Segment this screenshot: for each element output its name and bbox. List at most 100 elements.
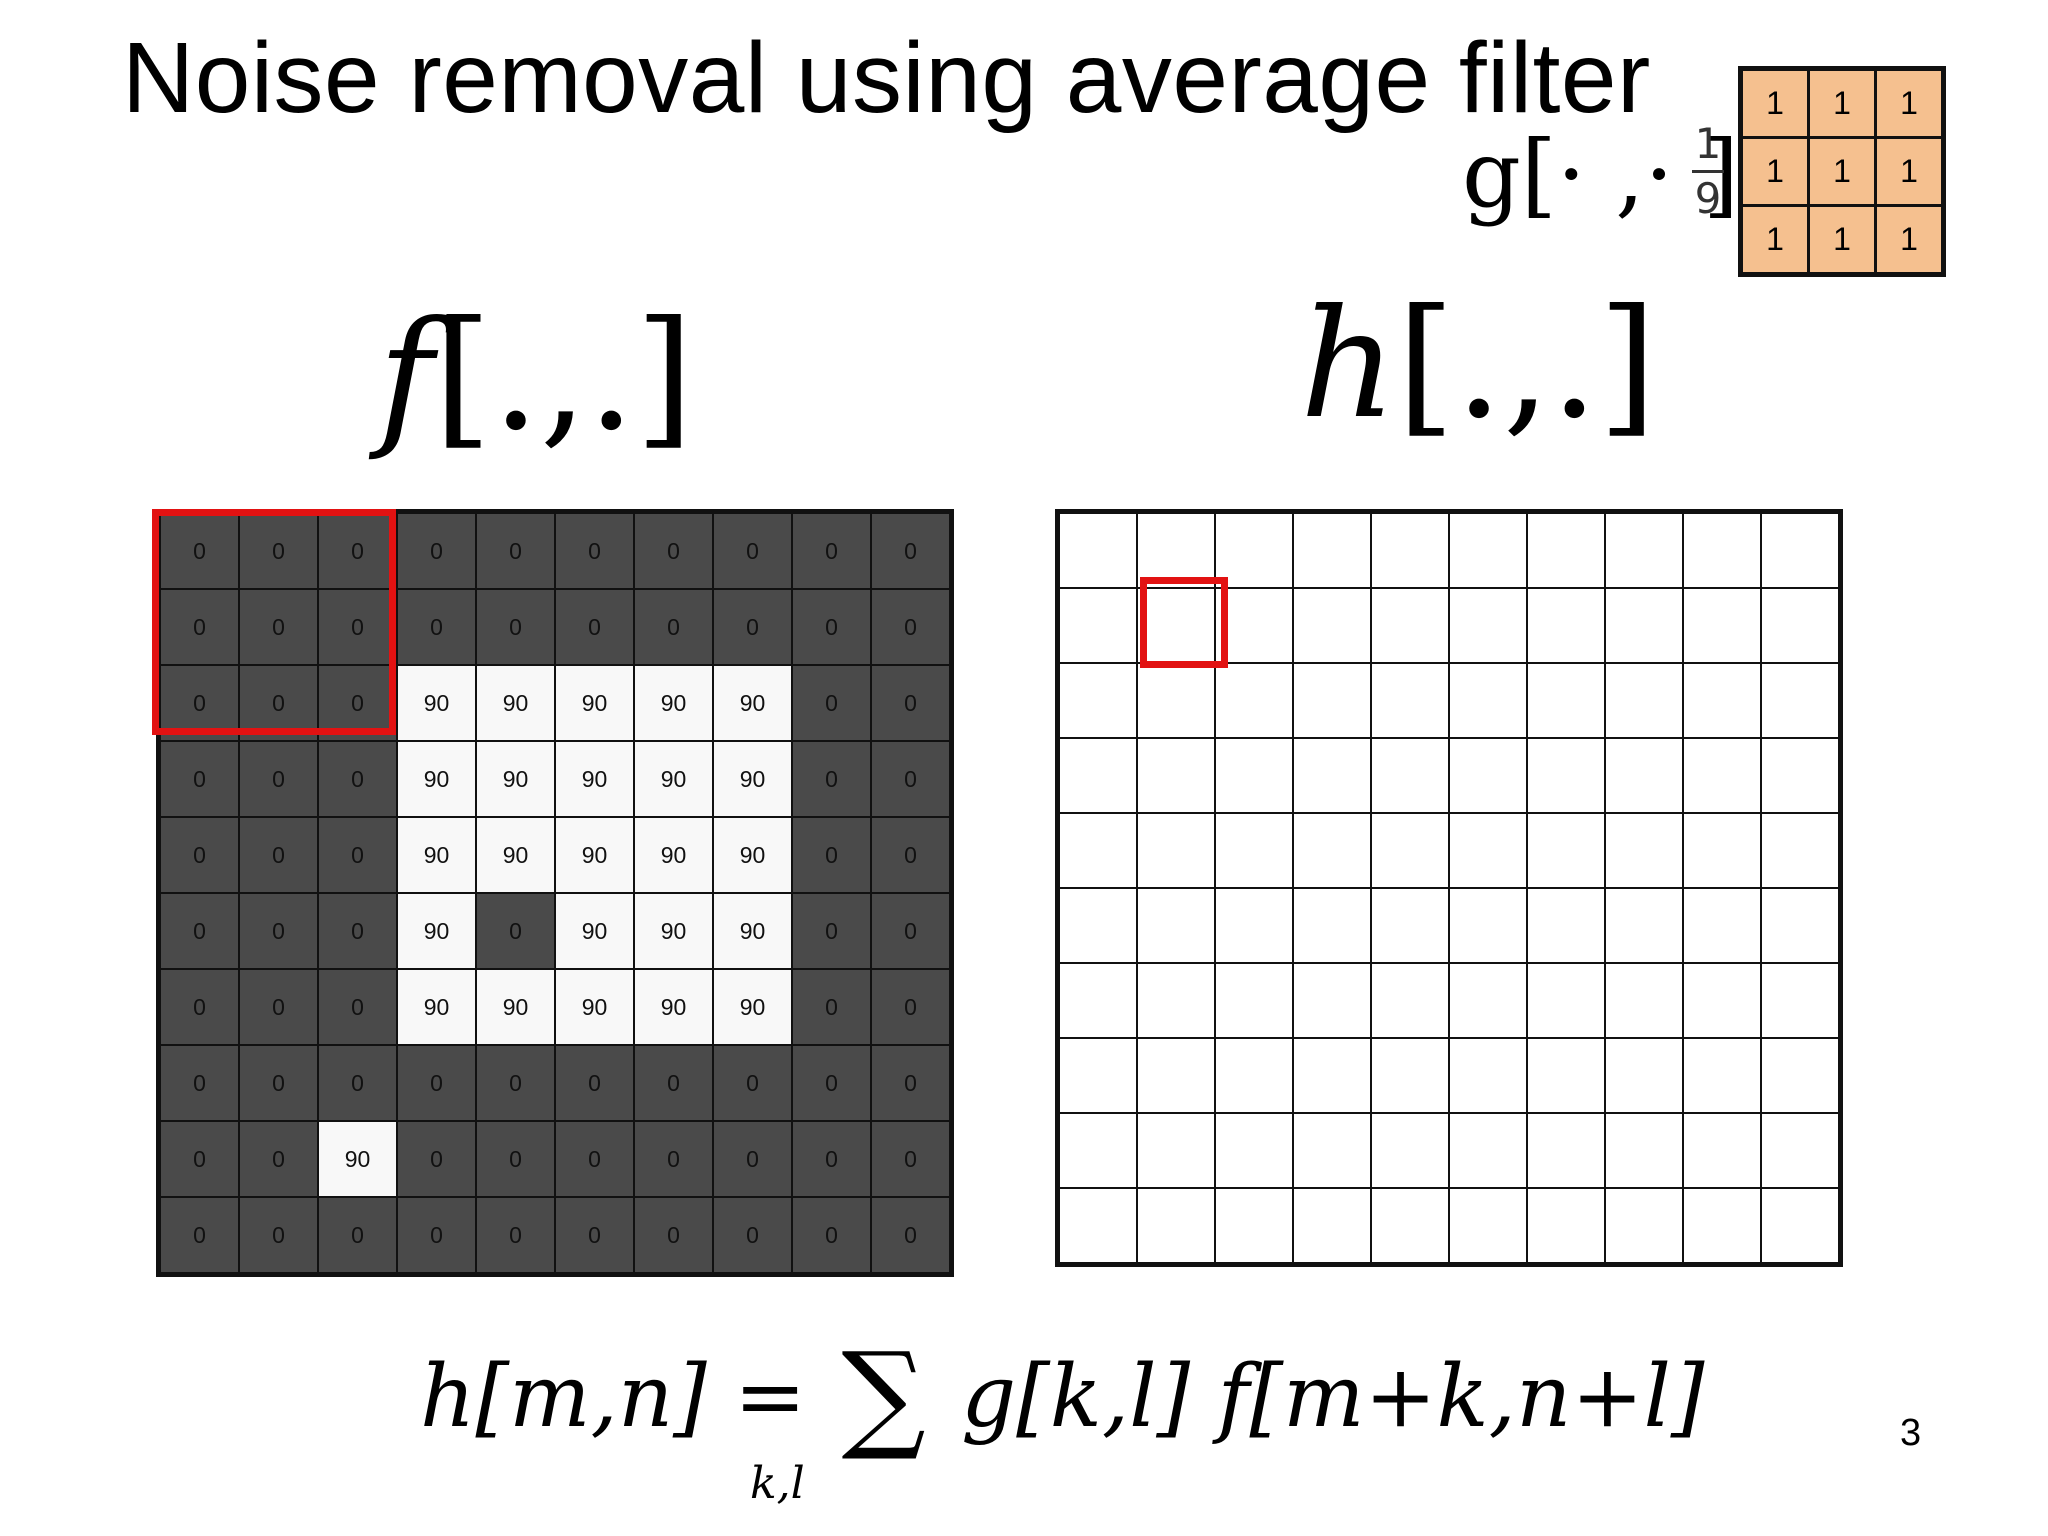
output-cell [1448, 510, 1528, 589]
output-cell [1760, 812, 1842, 889]
pixel-cell: 90 [396, 892, 477, 970]
output-cell [1760, 587, 1842, 664]
output-cell [1214, 662, 1294, 739]
kernel-matrix: 1 1 1 1 1 1 1 1 1 [1738, 66, 1946, 277]
grid-row [1056, 1187, 1842, 1266]
pixel-cell: 0 [475, 510, 556, 590]
pixel-cell: 90 [633, 740, 714, 818]
output-cell [1604, 962, 1684, 1039]
pixel-cell: 0 [791, 816, 872, 894]
pixel-cell: 0 [157, 740, 240, 818]
output-cell [1760, 737, 1842, 814]
pixel-cell: 0 [870, 1120, 953, 1198]
output-cell [1760, 510, 1842, 589]
pixel-cell: 0 [633, 1044, 714, 1122]
pixel-cell: 0 [554, 510, 635, 590]
pixel-cell: 90 [712, 968, 793, 1046]
output-cell [1448, 587, 1528, 664]
pixel-cell: 0 [791, 1044, 872, 1122]
output-cell [1370, 1187, 1450, 1266]
pixel-cell: 90 [317, 1120, 398, 1198]
pixel-cell: 0 [317, 968, 398, 1046]
kernel-cell: 1 [1739, 204, 1810, 276]
pixel-cell: 90 [554, 816, 635, 894]
pixel-cell: 0 [712, 588, 793, 666]
output-cell [1292, 510, 1372, 589]
pixel-cell: 0 [554, 1196, 635, 1276]
output-cell [1760, 1112, 1842, 1189]
output-cell [1526, 587, 1606, 664]
output-cell [1370, 587, 1450, 664]
kernel-cell: 1 [1807, 204, 1877, 276]
pixel-cell: 0 [791, 664, 872, 742]
output-cell [1292, 587, 1372, 664]
pixel-cell: 0 [475, 1044, 556, 1122]
pixel-cell: 0 [238, 1044, 319, 1122]
output-cell [1292, 1112, 1372, 1189]
output-cell [1604, 510, 1684, 589]
output-cell [1136, 510, 1216, 589]
output-cell [1526, 887, 1606, 964]
pixel-cell: 0 [238, 588, 319, 666]
pixel-cell: 90 [475, 740, 556, 818]
pixel-cell: 90 [712, 816, 793, 894]
pixel-cell: 0 [870, 968, 953, 1046]
output-cell [1370, 1112, 1450, 1189]
pixel-cell: 0 [554, 1120, 635, 1198]
pixel-cell: 0 [317, 1196, 398, 1276]
output-cell [1136, 887, 1216, 964]
output-cell [1682, 737, 1762, 814]
pixel-cell: 0 [791, 892, 872, 970]
pixel-cell: 0 [870, 892, 953, 970]
pixel-cell: 0 [633, 1196, 714, 1276]
output-cell [1370, 1037, 1450, 1114]
pixel-cell: 0 [396, 1044, 477, 1122]
output-cell [1604, 662, 1684, 739]
pixel-cell: 90 [475, 968, 556, 1046]
pixel-cell: 0 [157, 588, 240, 666]
output-cell [1526, 812, 1606, 889]
output-cell [1214, 962, 1294, 1039]
output-cell [1214, 1112, 1294, 1189]
output-cell [1604, 1037, 1684, 1114]
grid-row [1056, 662, 1842, 739]
output-cell [1136, 1187, 1216, 1266]
sum-subscript: k,l [750, 1458, 805, 1509]
output-cell [1682, 587, 1762, 664]
output-cell [1526, 662, 1606, 739]
output-cell [1448, 1037, 1528, 1114]
h-symbol: h [1300, 278, 1397, 452]
output-cell [1682, 812, 1762, 889]
output-cell [1136, 587, 1216, 664]
pixel-cell: 0 [317, 892, 398, 970]
output-cell [1448, 662, 1528, 739]
output-cell [1604, 587, 1684, 664]
pixel-cell: 0 [791, 740, 872, 818]
output-cell [1760, 1187, 1842, 1266]
output-cell [1136, 662, 1216, 739]
pixel-cell: 0 [317, 1044, 398, 1122]
output-cell [1604, 737, 1684, 814]
kernel-cell: 1 [1874, 204, 1945, 276]
f-args: [.,.] [433, 290, 694, 464]
pixel-cell: 0 [554, 1044, 635, 1122]
pixel-cell: 0 [396, 1120, 477, 1198]
output-cell [1604, 812, 1684, 889]
output-cell [1760, 662, 1842, 739]
formula-lhs: h[m,n] [420, 1347, 707, 1447]
kernel-cell: 1 [1807, 136, 1877, 207]
pixel-cell: 0 [157, 892, 240, 970]
pixel-cell: 90 [475, 664, 556, 742]
pixel-cell: 0 [317, 510, 398, 590]
pixel-cell: 0 [157, 968, 240, 1046]
output-cell [1448, 812, 1528, 889]
pixel-cell: 0 [317, 816, 398, 894]
